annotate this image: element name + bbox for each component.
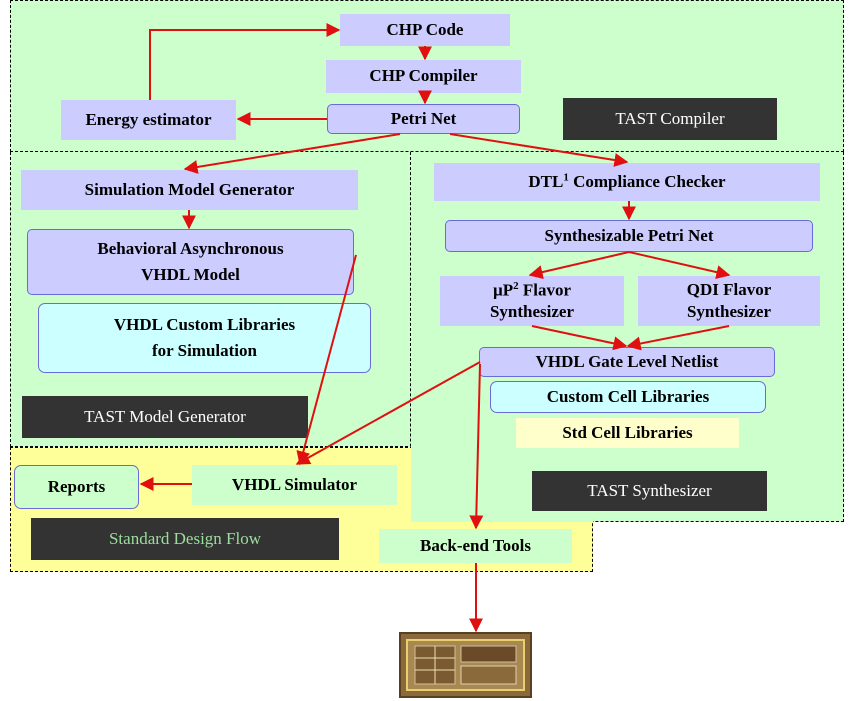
arrow-synthpetri-to-up [528,251,630,279]
petri-net-text: Petri Net [390,108,457,128]
arrow-behavioral-to-simulator [296,254,357,466]
arrow-petrinet-to-simmodel [183,133,401,174]
chp-code-text: CHP Code [386,19,464,39]
chp-compiler-box: CHP Compiler [326,60,521,93]
synthesizable-petri-net-box: Synthesizable Petri Net [445,220,813,252]
custom-cell-libraries-box: Custom Cell Libraries [490,381,766,413]
std-cell-libraries-text: Std Cell Libraries [562,422,693,442]
vhdl-gate-level-netlist-text: VHDL Gate Level Netlist [535,351,719,371]
tast-synthesizer-label: TAST Synthesizer [532,471,767,511]
reports-box: Reports [14,465,139,509]
up-flavor-synthesizer-box: µP2 Flavor Synthesizer [440,276,624,326]
backend-tools-text: Back-end Tools [419,535,531,555]
qdi-flavor-line2: Synthesizer [686,302,772,321]
vhdl-custom-libraries-line2: for Simulation [151,341,257,360]
arrow-netlist-to-simulator [295,361,481,465]
dtl-compliance-checker-text: DTL1 Compliance Checker [528,171,726,191]
arrow-petrinet-to-dtl [449,133,629,167]
behavioral-vhdl-model-box: Behavioral Asynchronous VHDL Model [27,229,354,295]
energy-estimator-text: Energy estimator [85,109,212,129]
arrow-energy-to-chpcode [149,23,341,100]
standard-design-flow-label: Standard Design Flow [31,518,339,560]
vhdl-custom-libraries-box: VHDL Custom Libraries for Simulation [38,303,371,373]
qdi-flavor-synthesizer-box: QDI Flavor Synthesizer [638,276,820,326]
qdi-flavor-line1: QDI Flavor [686,279,772,299]
petri-net-box: Petri Net [327,104,520,134]
chip-die-photo-icon [399,632,532,698]
std-cell-libraries-box: Std Cell Libraries [516,418,739,448]
tast-model-generator-label: TAST Model Generator [22,396,308,438]
backend-tools-box: Back-end Tools [379,529,572,563]
synthesizable-petri-net-text: Synthesizable Petri Net [544,225,714,245]
custom-cell-libraries-text: Custom Cell Libraries [546,386,710,406]
up-flavor-line1: µP2 Flavor [492,279,572,300]
tast-compiler-label: TAST Compiler [563,98,777,140]
arrow-netlist-to-backend [469,363,484,530]
arrow-up-to-netlist [531,325,628,351]
dtl-compliance-checker-box: DTL1 Compliance Checker [434,163,820,201]
vhdl-simulator-text: VHDL Simulator [231,474,358,494]
up-flavor-line2: Synthesizer [489,302,575,322]
simulation-model-generator-box: Simulation Model Generator [21,170,358,210]
simulation-model-generator-text: Simulation Model Generator [84,179,295,199]
behavioral-vhdl-line2: VHDL Model [141,265,240,284]
vhdl-custom-libraries-line1: VHDL Custom Libraries [113,314,296,334]
vhdl-simulator-box: VHDL Simulator [192,465,397,505]
reports-text: Reports [47,476,106,496]
energy-estimator-box: Energy estimator [61,100,236,140]
chp-compiler-text: CHP Compiler [369,66,478,86]
arrow-qdi-to-netlist [626,325,730,351]
chp-code-box: CHP Code [340,14,510,46]
arrow-synthpetri-to-qdi [628,251,731,279]
behavioral-vhdl-line1: Behavioral Asynchronous [97,238,284,258]
